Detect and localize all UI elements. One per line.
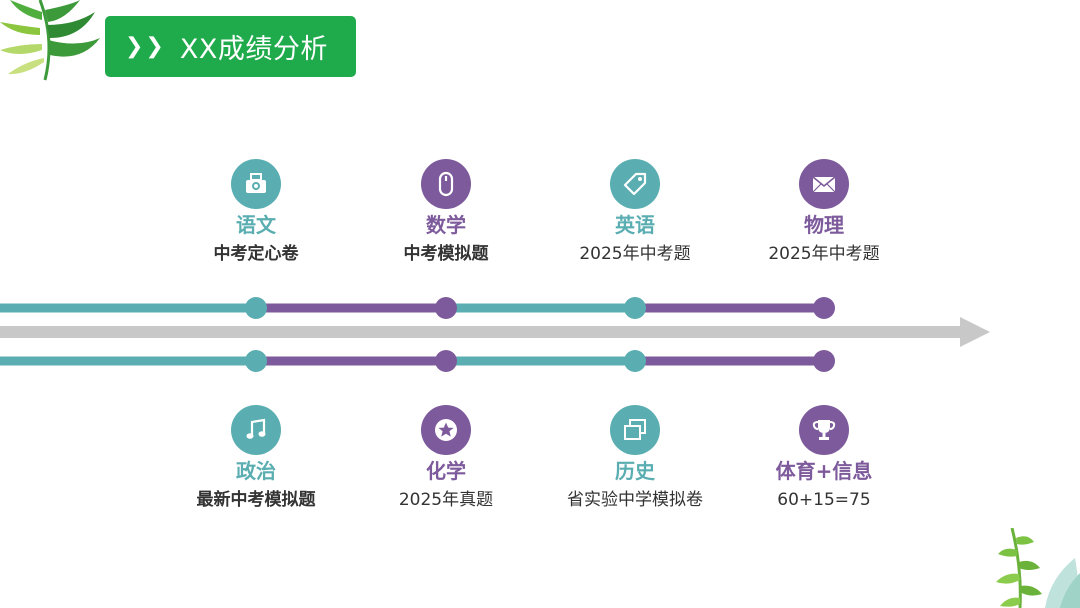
mouse-icon	[421, 159, 471, 209]
music-note-icon	[231, 405, 281, 455]
node-pe-info: 体育+信息 60+15=75	[724, 405, 924, 513]
subject-desc: 中考定心卷	[213, 244, 299, 264]
subject-desc: 省实验中学模拟卷	[567, 490, 703, 510]
envelope-icon	[799, 159, 849, 209]
subject-desc: 2025年中考题	[768, 244, 880, 264]
star-icon	[421, 405, 471, 455]
trophy-icon	[799, 405, 849, 455]
camera-icon	[231, 159, 281, 209]
top-dot-3	[624, 297, 646, 319]
subject-desc: 60+15=75	[777, 490, 871, 510]
subject-desc: 中考模拟题	[403, 244, 489, 264]
top-dot-1	[245, 297, 267, 319]
subject-desc: 2025年中考题	[579, 244, 691, 264]
section-title-badge: ❯❯ XX成绩分析	[105, 16, 356, 77]
page-title: XX成绩分析	[179, 34, 328, 65]
bottom-dot-2	[435, 350, 457, 372]
bottom-dot-1	[245, 350, 267, 372]
node-english: 英语 2025年中考题	[535, 159, 735, 267]
subject-desc: 2025年真题	[398, 490, 494, 510]
subject-label: 物理	[804, 213, 844, 237]
node-chinese: 语文 中考定心卷	[156, 159, 356, 267]
bottom-dot-3	[624, 350, 646, 372]
node-politics: 政治 最新中考模拟题	[156, 405, 356, 513]
subject-label: 体育+信息	[775, 459, 873, 483]
node-history: 历史 省实验中学模拟卷	[535, 405, 735, 513]
top-dot-2	[435, 297, 457, 319]
node-math: 数学 中考模拟题	[346, 159, 546, 267]
node-chemistry: 化学 2025年真题	[346, 405, 546, 513]
tag-icon	[610, 159, 660, 209]
photos-icon	[610, 405, 660, 455]
leaf-decoration-bottom-right	[996, 528, 1080, 608]
chevron-right-icon: ❯❯	[125, 34, 166, 59]
subject-label: 语文	[236, 213, 276, 237]
timeline-arrow-shaft	[0, 326, 962, 338]
leaf-decoration-top-left	[0, 0, 100, 81]
subject-desc: 最新中考模拟题	[196, 490, 316, 510]
node-physics: 物理 2025年中考题	[724, 159, 924, 267]
bottom-dot-4	[813, 350, 835, 372]
subject-label: 数学	[426, 213, 466, 237]
timeline-arrow-head	[960, 317, 990, 347]
top-dot-4	[813, 297, 835, 319]
subject-label: 英语	[615, 213, 655, 237]
subject-label: 历史	[615, 459, 655, 483]
subject-label: 化学	[426, 459, 466, 483]
subject-label: 政治	[236, 459, 276, 483]
